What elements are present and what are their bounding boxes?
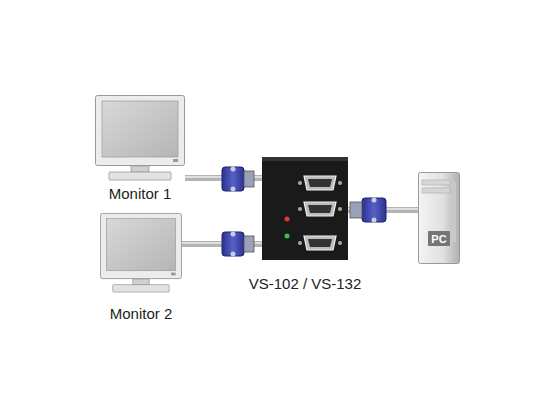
device-label: Monitor 1: [109, 185, 172, 202]
monitor-node: Monitor 1: [95, 95, 185, 181]
monitor-outline: [100, 213, 182, 293]
device-label: Monitor 2: [110, 305, 173, 322]
vga-plug: [222, 167, 254, 192]
pc-node: PC: [418, 172, 460, 264]
device-label: VS-102 / VS-132: [249, 275, 362, 292]
monitor-node: Monitor 2: [100, 213, 182, 293]
pc-tower: [418, 172, 460, 264]
vga-plug: [222, 232, 254, 257]
monitor-outline: [95, 95, 185, 181]
splitter-box: VS-102 / VS-132: [262, 157, 348, 260]
pc-badge-text: PC: [431, 233, 446, 245]
vga-plug: [350, 198, 386, 223]
splitter-housing: [262, 157, 348, 260]
